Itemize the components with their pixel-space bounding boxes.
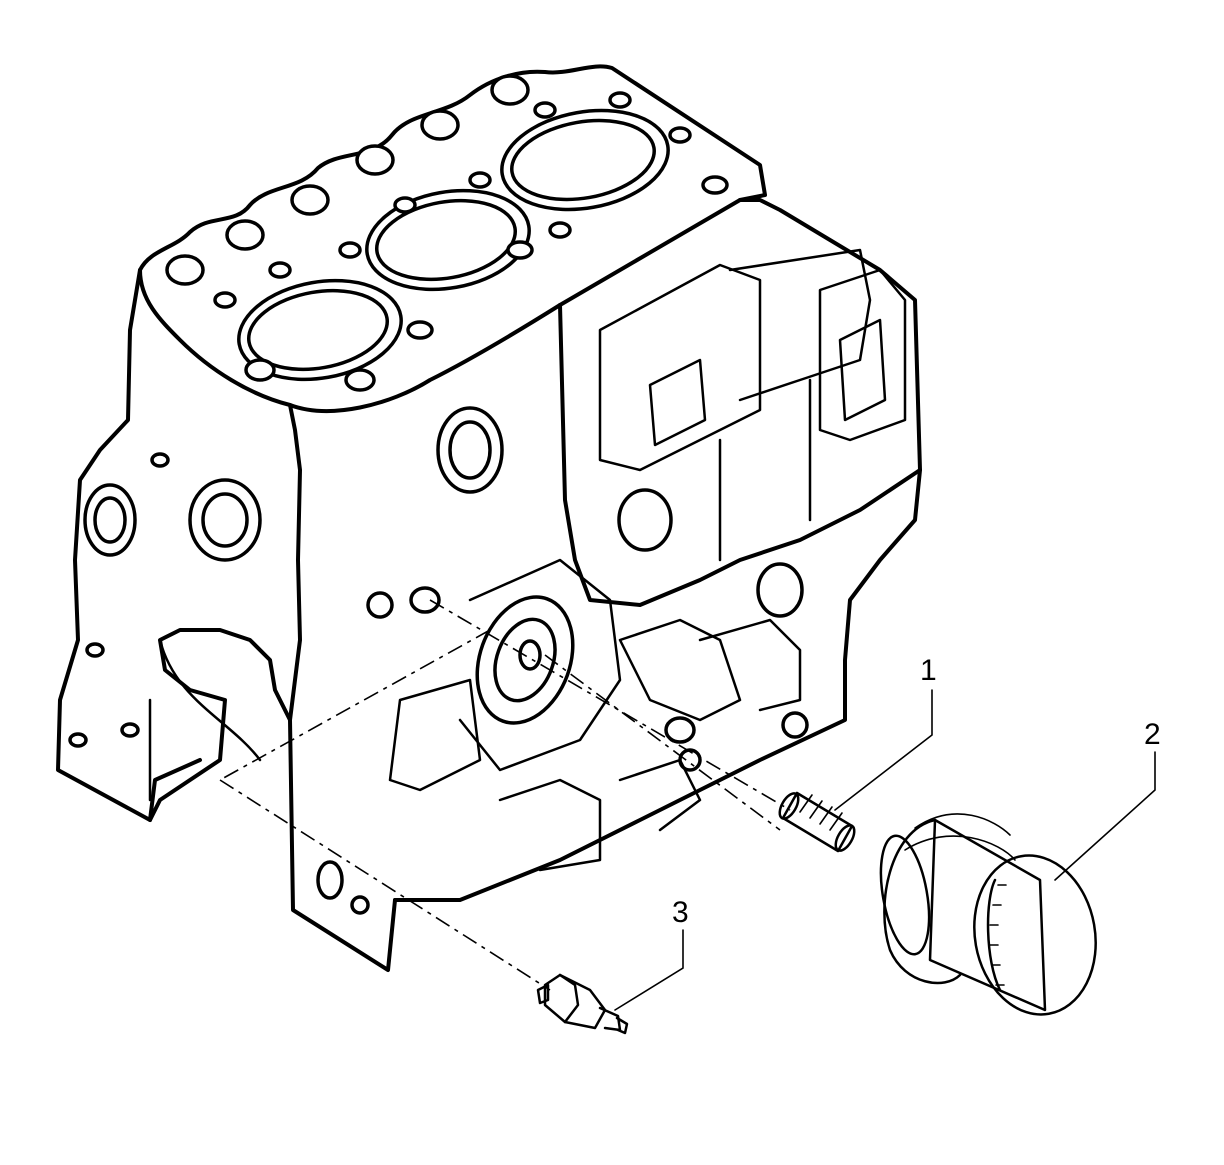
callout-2-label: 2 — [1144, 718, 1161, 751]
callout-1-label: 1 — [920, 654, 937, 687]
oil-filter-mount — [366, 558, 809, 872]
front-face-ports — [68, 406, 504, 915]
assembly-lines — [219, 599, 791, 991]
callout-leaders — [614, 689, 1156, 1011]
part-1-threaded-nipple — [778, 791, 856, 853]
cylinder-bores — [237, 108, 670, 382]
side-casting-detail — [598, 248, 907, 562]
deck-holes — [165, 74, 729, 392]
engine-block — [56, 64, 922, 972]
callout-3-label: 3 — [672, 896, 689, 929]
part-3-pressure-switch — [536, 973, 629, 1035]
part-2-oil-filter — [879, 813, 1097, 1016]
